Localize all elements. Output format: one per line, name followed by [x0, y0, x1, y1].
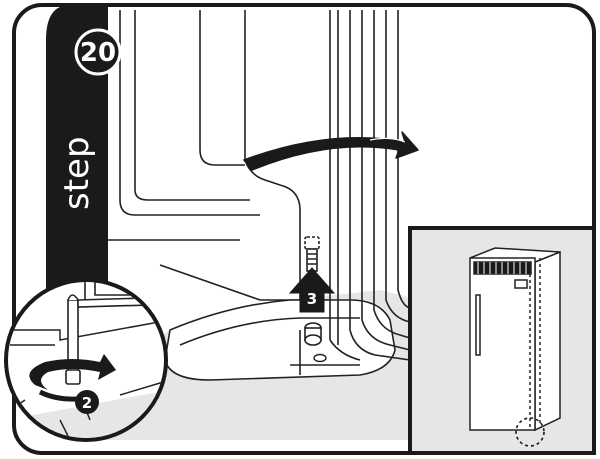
appliance-icon [470, 248, 560, 446]
callout-rotate-number: 2 [82, 394, 92, 412]
step-number: 20 [80, 38, 116, 68]
callout-lift-number: 3 [307, 290, 317, 308]
hinge-pin [305, 237, 319, 271]
step-label: step [57, 136, 97, 210]
hex-key-detail: 2 [6, 280, 170, 440]
appliance-inset [410, 228, 594, 453]
